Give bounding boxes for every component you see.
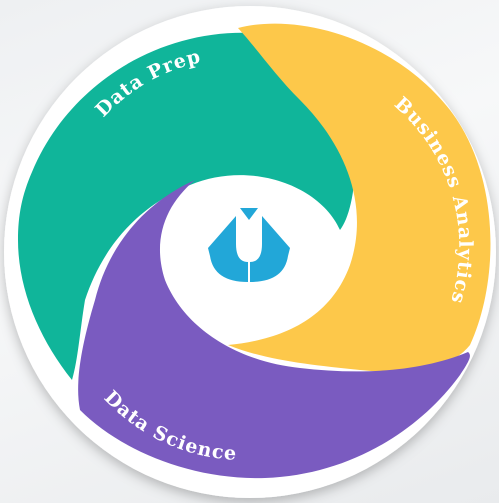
segment-business-analytics [228,23,491,372]
segment-data-science [78,180,470,479]
dp-logo-icon [208,208,290,282]
segment-data-prep [18,32,356,380]
